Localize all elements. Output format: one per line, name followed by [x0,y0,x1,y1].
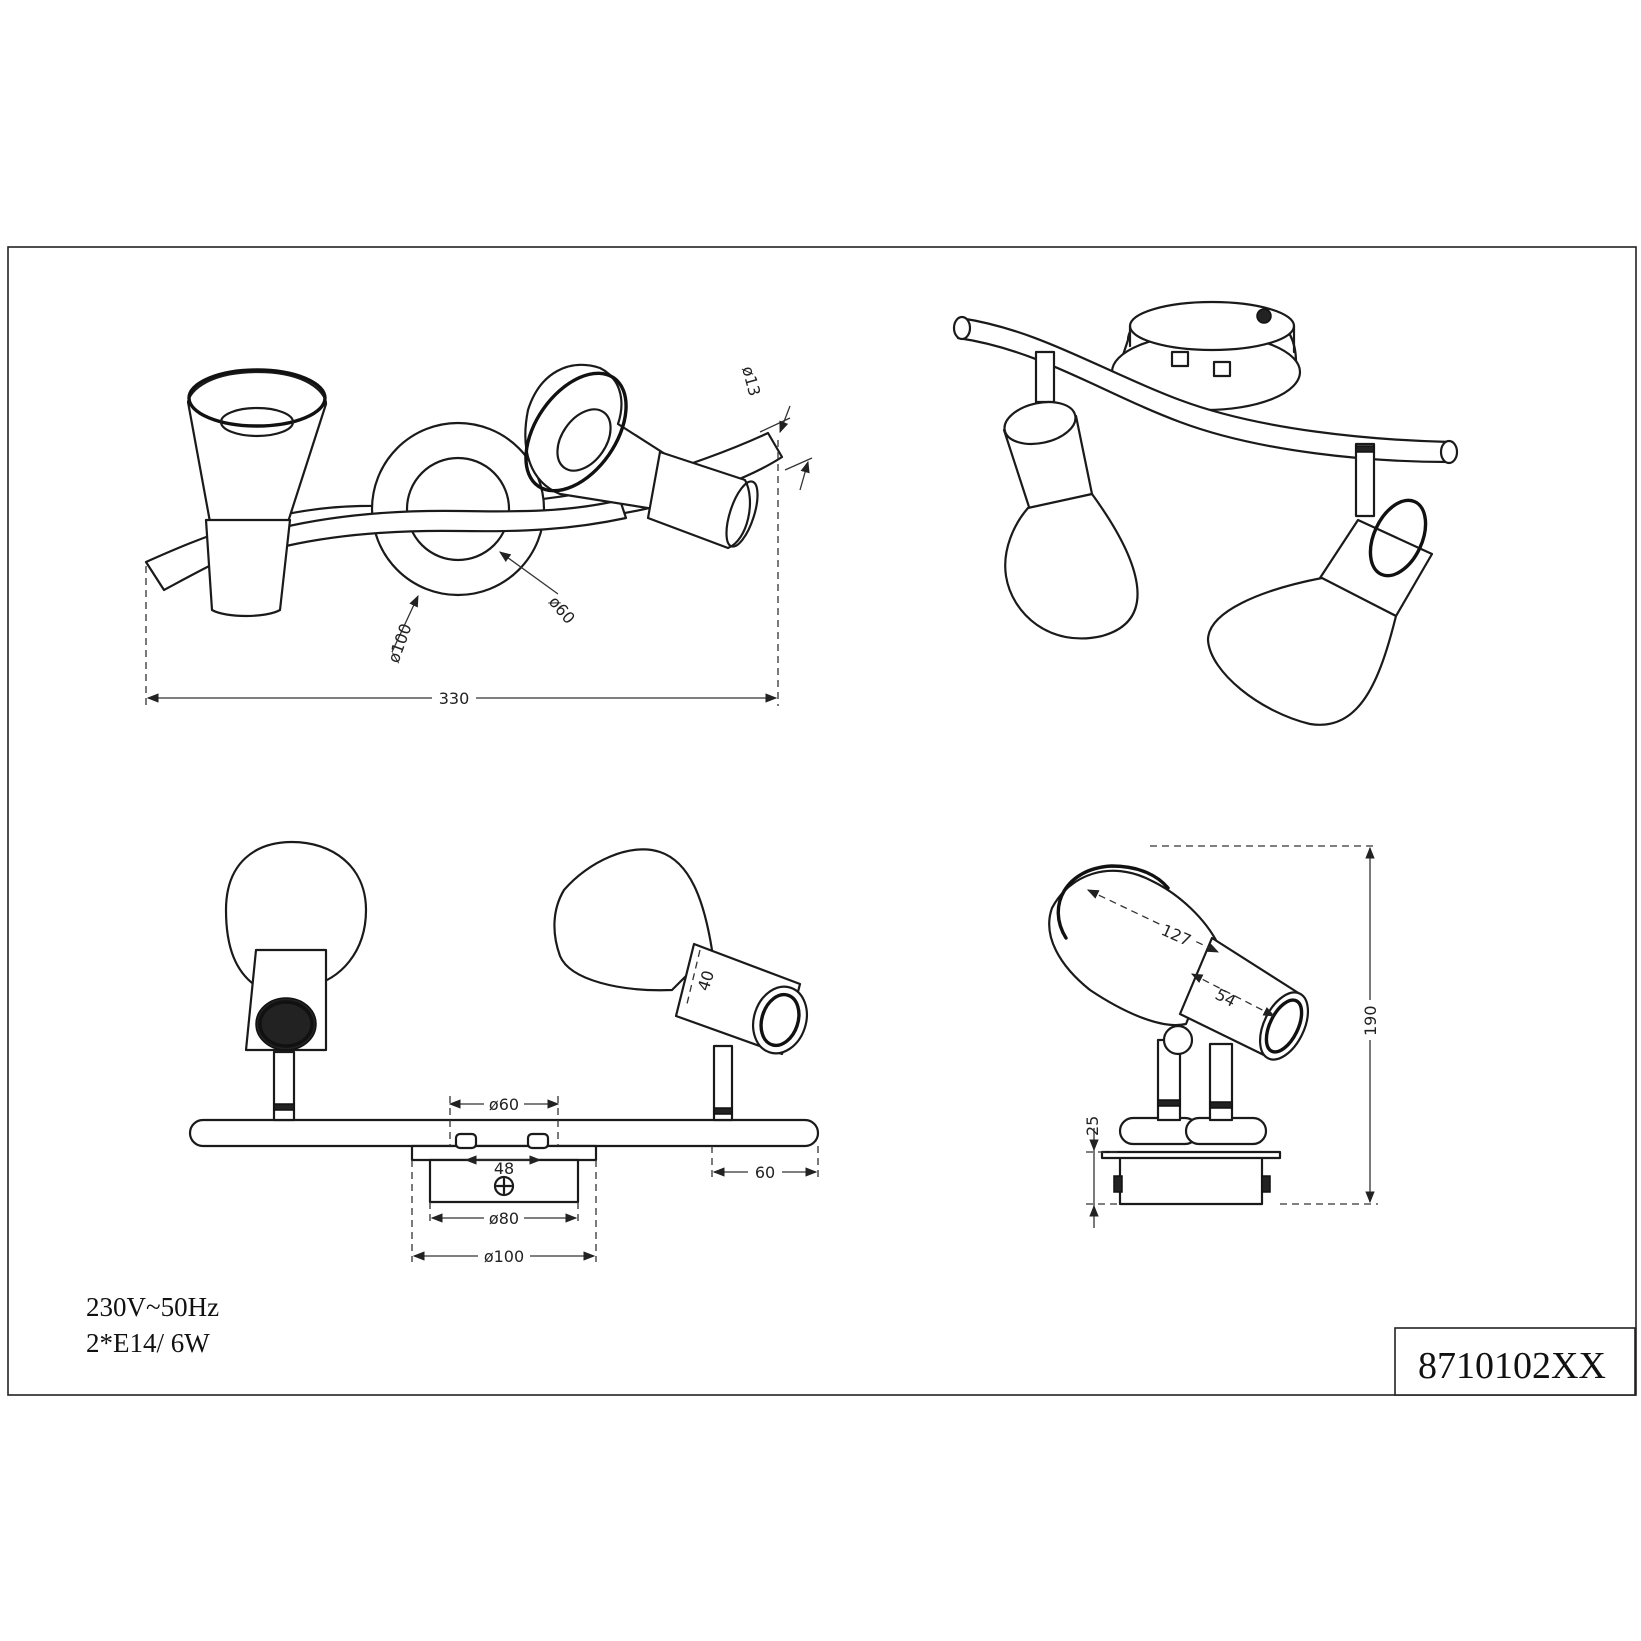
top-view-left-shade-inner [219,406,295,438]
front-view-right-stem-band [713,1107,733,1115]
front-view-left-neck-face-ring [258,1000,314,1048]
dim-tube-line-2 [784,457,813,471]
perspective-left-stem [1034,350,1056,404]
dim-tube-arrow-2 [799,460,810,491]
dim-front-40-line [685,949,701,1009]
front-view-left-stem [272,1050,296,1122]
top-view-left-neck [204,518,292,618]
perspective-right-stem [1354,442,1376,518]
front-view-right-neck-end-ring [759,992,801,1048]
perspective-right-stem-band [1355,445,1375,453]
perspective-stud-1 [1170,350,1190,368]
dim-base-inner-leader [499,551,559,595]
front-view-top-plate [410,1144,598,1162]
top-view-right-neck-end [725,480,759,548]
side-view-base [1118,1154,1264,1206]
top-view-base-outer [370,421,546,597]
top-view-right-shade-rim [524,371,628,493]
side-view-stem-left-band [1157,1099,1181,1107]
dim-total-height-label: 190 [1361,1005,1380,1036]
perspective-right-shade [1206,576,1398,726]
front-view: ø60 48 ø80 ø100 60 40 [188,840,820,1266]
dim-tube-diameter-label: ø13 [738,364,764,398]
dim-side-54-line [1190,973,1276,1017]
dim-tube-line-1 [759,417,791,433]
perspective-tube-left-end [952,315,972,341]
spec-voltage: 230V~50Hz [86,1292,219,1322]
side-view-shade-rim [1056,864,1170,940]
side-view-base-plate [1100,1150,1282,1160]
dim-side-190-label-bg [1360,1000,1380,1040]
side-view-base-knob-l [1113,1175,1123,1193]
perspective-left-neck-top [1003,400,1077,446]
front-view-screw-slot [495,1177,513,1195]
front-view-stud-left [454,1132,478,1150]
top-view-left-shade [186,370,328,524]
dim-base-inner-label: ø60 [545,592,579,627]
top-view-right-shade-inner [556,408,612,472]
dim-top-plate-label: ø60 [489,1095,519,1114]
side-view-stem-right [1208,1042,1234,1122]
top-view-left-shade-rim [187,368,327,428]
side-view-neck-end-ring [1264,998,1304,1054]
dim-base-height-label: 25 [1083,1116,1102,1136]
dim-front-80-label-bg [484,1208,524,1228]
side-view-stem-right-band [1209,1101,1233,1109]
dim-overall-length-label: 330 [439,689,470,708]
top-view: ø13 ø100 ø60 330 [144,363,813,708]
dim-canopy-inner-label: ø80 [489,1209,519,1228]
perspective-stud-2 [1212,360,1232,378]
spec-bulbs: 2*E14/ 6W [86,1328,210,1358]
dim-base-outer-leader [391,594,419,653]
perspective-view [952,300,1459,726]
dim-arm-overhang-label: 60 [755,1163,775,1182]
dim-side-127-label-bg [1155,921,1195,955]
dim-front-overhang-label-bg [748,1162,782,1182]
side-view: 127 54 190 25 [1048,845,1380,1228]
dim-front-100-label-bg [478,1246,530,1266]
dim-hole-spacing-label: 48 [494,1159,514,1178]
perspective-canopy-screw [1256,308,1272,324]
side-view-base-knob-r [1261,1175,1271,1193]
perspective-canopy-top [1128,300,1296,352]
title-block [1394,1327,1636,1396]
front-view-left-stem-band [273,1103,295,1111]
front-view-stud-right [526,1132,550,1150]
front-view-left-neck-face [255,997,317,1051]
perspective-right-neck-end [1368,498,1428,578]
perspective-canopy-side [1128,324,1296,354]
front-view-right-stem [712,1044,734,1122]
top-view-base-inner [405,456,511,562]
dim-tube-arrow-1 [779,405,791,434]
side-view-tube-right [1184,1116,1268,1146]
top-view-right-shade [524,363,692,512]
perspective-tube-right-end [1439,439,1459,465]
perspective-left-shade [1004,492,1139,640]
dim-330-label-bg [432,688,476,708]
side-view-pivot [1162,1024,1194,1056]
dim-canopy-outer-label: ø100 [484,1247,524,1266]
drawing-frame [7,246,1637,1396]
model-number: 8710102XX [1418,1345,1606,1387]
dim-base-outer-label: ø100 [384,621,416,665]
dim-side-127-line [1086,889,1220,953]
dim-front-60-label-bg [484,1094,524,1114]
top-view-tube-front [278,498,628,548]
front-view-arm [188,1118,820,1148]
